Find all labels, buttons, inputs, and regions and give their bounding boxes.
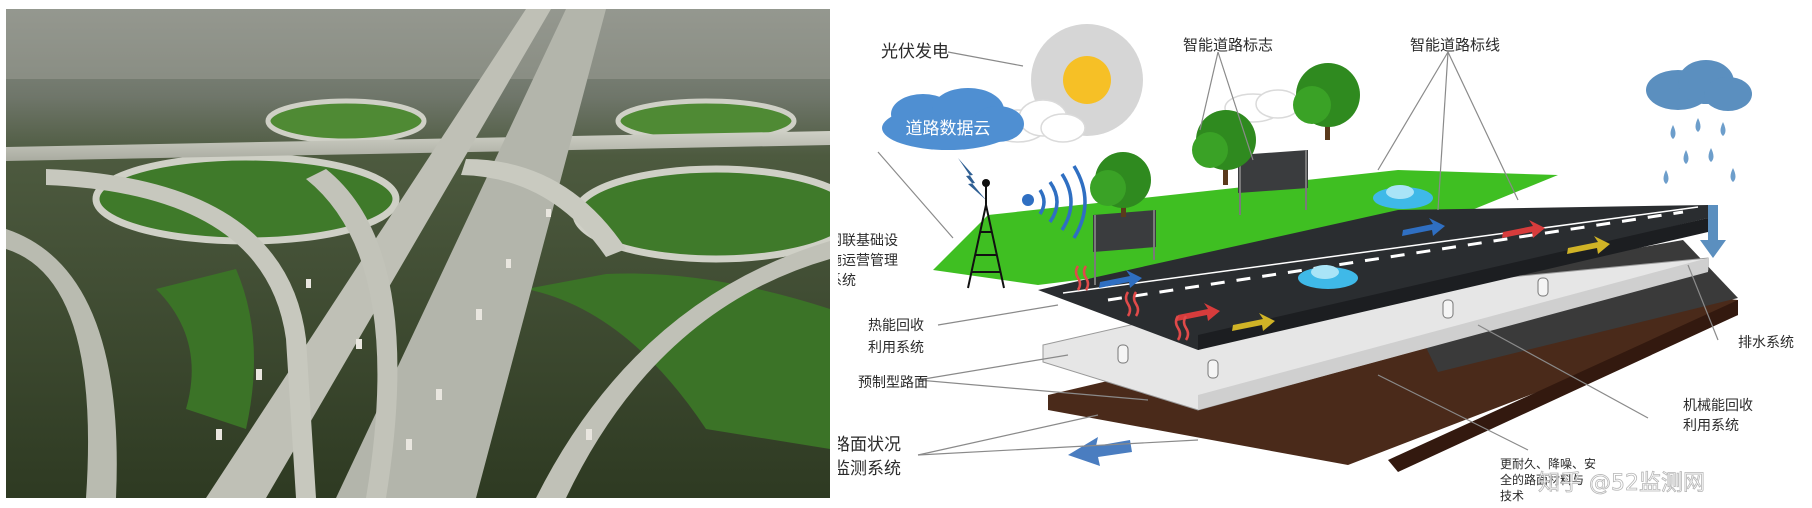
raindrops-icon	[1663, 118, 1736, 184]
green-field-bottom-left	[156, 269, 254, 429]
green-loop-top	[265, 98, 427, 144]
heat-recovery-icon	[1074, 265, 1190, 341]
road-data-cloud-label: 道路数据云	[906, 119, 991, 139]
signal-source-dot	[1022, 194, 1034, 206]
curved-ramp-far-left	[6, 229, 117, 498]
label-drainage: 排水系统	[1738, 335, 1794, 351]
label-durable: 更耐久、降噪、安 全的路面材料与 技术	[1500, 456, 1600, 503]
soil-layer-side	[1388, 300, 1738, 472]
outflow-arrow-icon	[1068, 437, 1132, 466]
tree-icon	[1090, 63, 1360, 217]
vehicles	[216, 209, 592, 450]
interchange-aerial-photo	[6, 9, 830, 498]
label-signs: 智能道路标志	[1183, 36, 1273, 54]
cross-road	[6, 131, 830, 161]
rain-cloud-icon	[1646, 60, 1752, 111]
lane-arrow-blue	[1099, 270, 1142, 288]
green-field-bottom-right	[526, 273, 830, 449]
leader-lines	[877, 51, 1719, 456]
watermark: 知乎 @52监测网	[1538, 471, 1705, 496]
main-highway	[336, 9, 606, 498]
drain-arrow-icon	[1700, 205, 1726, 258]
lane-markings	[1107, 210, 1684, 302]
lane-arrow-red-2	[1502, 220, 1545, 238]
slab-pipes	[1117, 277, 1549, 379]
label-network: 网联基础设 施运营管理 系统	[838, 232, 902, 289]
wireless-signal-icon	[1038, 165, 1087, 239]
ramp-connector	[461, 159, 626, 257]
sun-icon	[1063, 56, 1111, 104]
label-heat: 热能回收 利用系统	[868, 318, 928, 356]
road-data-cloud-icon	[882, 88, 1024, 150]
prefab-slab-side	[1198, 258, 1708, 410]
network-tower-icon	[967, 185, 1005, 289]
label-monitor: 路面状况 监测系统	[838, 435, 906, 479]
road-edge-line	[1062, 206, 1699, 294]
label-pv: 光伏发电	[881, 42, 949, 62]
label-mechanical: 机械能回收 利用系统	[1683, 398, 1757, 434]
city-haze	[6, 9, 830, 79]
lane-arrow-red	[1177, 303, 1220, 321]
curved-ramp-left	[46, 169, 316, 498]
lane-arrow-yellow-2	[1567, 236, 1610, 254]
smart-car-icon	[1298, 185, 1433, 289]
tower-antenna-tip	[982, 179, 990, 187]
label-markings: 智能道路标线	[1410, 36, 1500, 54]
lane-arrow-blue-2	[1402, 218, 1445, 236]
label-prefab: 预制型路面	[858, 375, 928, 391]
lane-arrow-yellow	[1232, 313, 1275, 331]
curved-ramp-center	[306, 169, 398, 498]
curved-ramp-right	[536, 241, 830, 498]
smart-road-diagram: 道路数据云	[838, 24, 1794, 503]
lightning-icon	[958, 158, 986, 200]
white-cloud-right	[1224, 89, 1301, 123]
